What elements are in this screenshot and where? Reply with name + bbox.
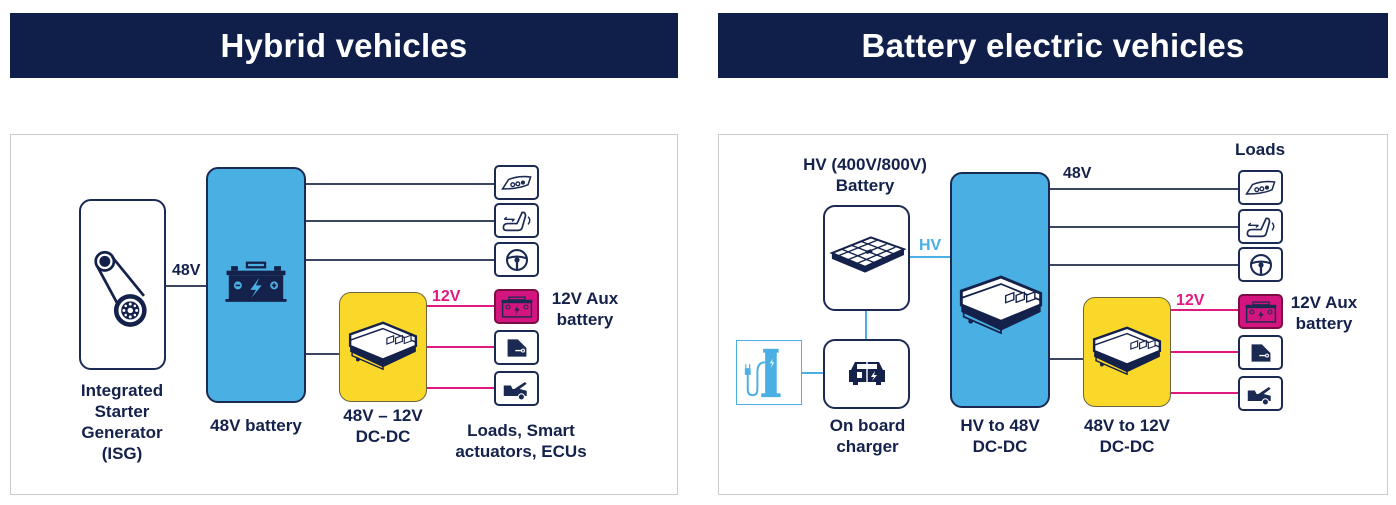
hv-link-line (910, 256, 951, 258)
load-line-48v (1050, 226, 1238, 228)
seat-adjust-icon (500, 209, 534, 233)
hybrid-dcdc-label: 48V – 12V DC-DC (325, 405, 441, 447)
charger-label-line: charger (836, 437, 899, 456)
aux-battery-icon (499, 295, 535, 319)
isg-label-line: (ISG) (101, 444, 143, 463)
bev-12v-tag: 12V (1176, 292, 1205, 309)
load-line-12v (1171, 309, 1238, 311)
seat-adjust-icon (1244, 215, 1278, 239)
bev-load-seat (1238, 209, 1283, 244)
hybrid-title-banner: Hybrid vehicles (10, 13, 678, 78)
battery-to-dcdc-line (306, 353, 340, 355)
battery-pack-icon (828, 231, 906, 281)
bev-aux-battery-label: 12V Aux battery (1284, 292, 1364, 334)
hybrid-load-aux-battery (494, 289, 539, 324)
bev-load-aux-battery (1238, 294, 1283, 329)
door-lock-icon (1248, 341, 1274, 365)
hybrid-load-trunk (494, 371, 539, 406)
bev-dcdc-label: 48V to 12V DC-DC (1067, 415, 1187, 457)
hybrid-title: Hybrid vehicles (220, 26, 468, 64)
trunk-open-icon (502, 376, 532, 402)
hv-tag: HV (919, 237, 942, 254)
bev-dcdc-label-line: 48V to 12V (1084, 416, 1170, 435)
hv-dcdc-label: HV to 48V DC-DC (940, 415, 1060, 457)
hybrid-12v-tag: 12V (432, 288, 461, 305)
hv-battery-label: HV (400V/800V) Battery (790, 154, 940, 196)
hybrid-dcdc-block (339, 292, 427, 402)
hybrid-load-headlight (494, 165, 539, 200)
bev-aux-label-line: 12V Aux (1290, 293, 1358, 312)
hybrid-48v-tag: 48V (172, 262, 201, 279)
hv-dcdc-label-line: HV to 48V (960, 416, 1040, 435)
charging-station-block (736, 340, 802, 405)
hv-battery-label-line: HV (400V/800V) (803, 155, 927, 174)
car-charging-icon (847, 358, 887, 388)
isg-label-line: Starter (94, 402, 150, 421)
steering-wheel-icon (1248, 252, 1274, 278)
charger-label: On board charger (810, 415, 925, 457)
converter-module-icon (344, 317, 422, 375)
hybrid-48v-battery-block (206, 167, 306, 403)
hybrid-aux-battery-label: 12V Aux battery (545, 288, 625, 330)
bev-dcdc-block (1083, 297, 1171, 407)
isg-label-line: Generator (81, 423, 163, 442)
hybrid-loads-label: Loads, Smart actuators, ECUs (446, 420, 596, 462)
bev-dcdc-label-line: DC-DC (1099, 437, 1155, 456)
hybrid-load-seat (494, 203, 539, 238)
hv-dcdc-label-line: DC-DC (972, 437, 1028, 456)
isg-to-battery-line (166, 285, 206, 287)
bev-title-banner: Battery electric vehicles (718, 13, 1388, 78)
dcdc-to-dcdc-line (1050, 358, 1084, 360)
load-line-12v (427, 346, 494, 348)
converter-module-icon (1088, 322, 1166, 380)
on-board-charger-block (823, 339, 910, 409)
hybrid-battery-label: 48V battery (210, 416, 302, 435)
aux-battery-icon (1243, 300, 1279, 324)
bev-load-headlight (1238, 170, 1283, 205)
loads-header: Loads (1234, 140, 1286, 159)
bev-load-trunk (1238, 376, 1283, 411)
load-line-48v (306, 259, 494, 261)
hybrid-load-door (494, 330, 539, 365)
load-line-48v (306, 183, 494, 185)
hybrid-aux-label-line: battery (556, 310, 614, 329)
load-line-48v (1050, 188, 1238, 190)
trunk-open-icon (1246, 381, 1276, 407)
headlight-icon (500, 172, 534, 194)
converter-module-icon (954, 270, 1048, 340)
hybrid-dcdc-label-line: 48V – 12V (343, 406, 423, 425)
load-line-12v (427, 305, 494, 307)
hv-battery-label-line: Battery (835, 176, 895, 195)
hv-battery-block (823, 205, 910, 311)
steering-wheel-icon (504, 247, 530, 273)
hybrid-aux-label-line: 12V Aux (551, 289, 619, 308)
bev-title: Battery electric vehicles (861, 26, 1245, 64)
bev-load-steering (1238, 247, 1283, 282)
hybrid-loads-label-line: actuators, ECUs (455, 442, 587, 461)
headlight-icon (1244, 177, 1278, 199)
load-line-12v (1171, 392, 1238, 394)
bev-load-door (1238, 335, 1283, 370)
belt-pulley-icon (91, 245, 155, 345)
hybrid-loads-label-line: Loads, Smart (467, 421, 575, 440)
load-line-48v (1050, 264, 1238, 266)
charging-station-icon (739, 343, 799, 401)
battery-charger-line (865, 311, 867, 339)
hybrid-load-steering (494, 242, 539, 277)
car-battery-icon (222, 259, 290, 305)
hv-to-48v-dcdc-block (950, 172, 1050, 408)
hybrid-dcdc-label-line: DC-DC (355, 427, 411, 446)
isg-label: Integrated Starter Generator (ISG) (66, 380, 178, 464)
isg-block (79, 199, 166, 370)
station-to-charger-line (802, 372, 824, 374)
isg-label-line: Integrated (80, 381, 164, 400)
load-line-12v (1171, 351, 1238, 353)
bev-48v-tag: 48V (1063, 165, 1092, 182)
bev-aux-label-line: battery (1295, 314, 1353, 333)
door-lock-icon (504, 336, 530, 360)
charger-label-line: On board (829, 416, 906, 435)
load-line-48v (306, 220, 494, 222)
load-line-12v (427, 387, 494, 389)
